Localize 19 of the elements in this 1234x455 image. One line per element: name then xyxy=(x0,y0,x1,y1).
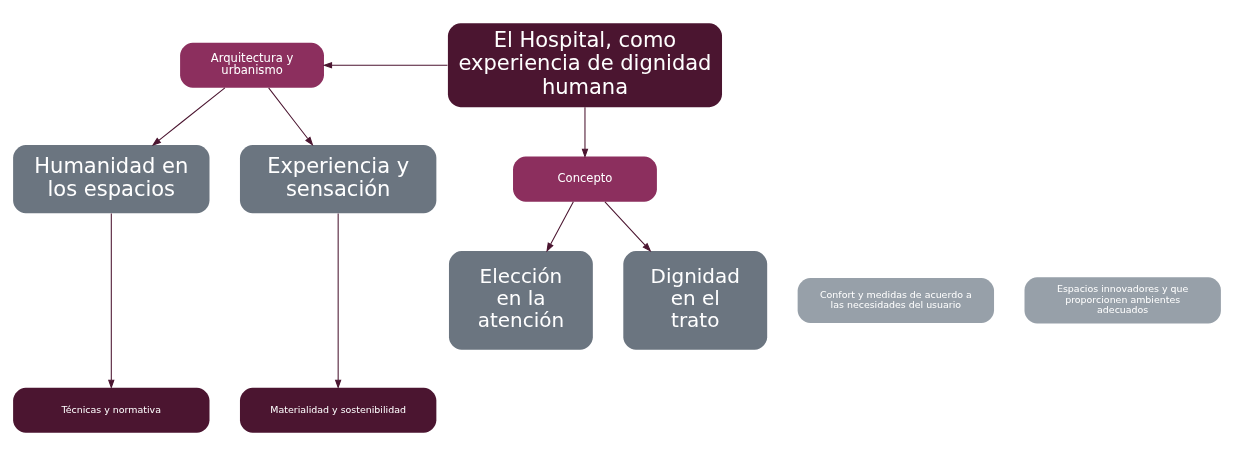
node-box: Elección en la atención xyxy=(448,250,593,350)
arrow xyxy=(334,212,342,389)
arrow xyxy=(268,86,314,146)
node-box: Experiencia y sensación xyxy=(239,144,437,213)
node-box: Concepto xyxy=(513,156,657,202)
node-box: Humanidad en los espacios xyxy=(13,144,210,213)
arrow xyxy=(108,212,115,389)
arrow xyxy=(322,61,448,68)
node-box: Técnicas y normativa xyxy=(13,387,210,433)
node-box: Confort y medidas de acuerdo a las necesidades del usuario xyxy=(797,277,995,323)
arrow xyxy=(581,106,589,158)
arrow xyxy=(546,200,574,252)
node-box: El Hospital, como experiencia de dignidad humana xyxy=(447,22,723,107)
arrow xyxy=(151,86,226,146)
arrow xyxy=(604,200,652,252)
node-box: Arquitectura y urbanismo xyxy=(180,42,324,88)
node-box: Espacios innovadores y que proporcionen ambientes adecuados xyxy=(1024,276,1221,324)
node-box: Materialidad y sostenibilidad xyxy=(239,387,437,433)
node-box: Dignidad en el trato xyxy=(623,250,768,350)
